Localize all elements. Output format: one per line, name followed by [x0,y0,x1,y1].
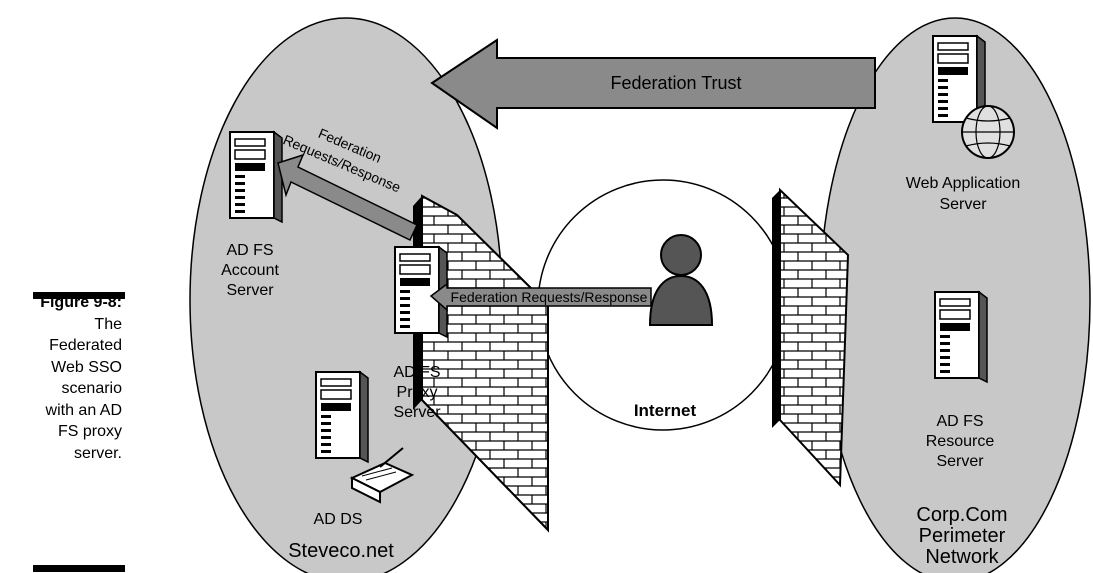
user-icon [648,234,714,326]
ad-ds-label: AD DS [314,511,363,528]
steveco-label: Steveco.net [288,540,394,562]
federation-outer-arrow: Federation Requests/Response [429,282,652,312]
corp-label-3: Network [925,546,999,568]
proxy-server-label-3: Server [393,404,441,421]
figure-caption-text: The Federated Web SSO scenario with an A… [45,315,122,462]
account-server-label-2: Account [221,262,279,279]
server-icon [315,371,369,463]
proxy-server-label-2: Proxy [397,384,438,401]
caption-bottom-rule [33,565,125,572]
firewall-icon [413,194,549,533]
account-server-label-1: AD FS [226,242,273,259]
proxy-server-label-1: AD FS [393,364,440,381]
resource-server-label-1: AD FS [936,413,983,430]
corp-label-1: Corp.Com [916,504,1007,526]
federation-trust-label: Federation Trust [610,73,741,93]
firewall-icon [772,187,850,488]
federation-trust-arrow: Federation Trust [430,38,876,130]
web-app-server-label-1: Web Application [906,175,1020,192]
server-icon [934,291,988,383]
printer-icon [349,447,415,504]
globe-icon [961,105,1015,159]
corp-label-2: Perimeter [919,525,1006,547]
account-server-label-3: Server [226,282,274,299]
web-app-server-label-2: Server [939,196,987,213]
caption-top-rule [33,292,125,299]
resource-server-label-2: Resource [926,433,995,450]
figure-caption: Figure 9-8: The Federated Web SSO scenar… [0,292,122,464]
resource-server-label-3: Server [936,453,984,470]
internet-label: Internet [634,401,697,420]
server-icon [229,131,283,223]
outer-arrow-label: Federation Requests/Response [451,289,648,305]
federation-inner-arrow: Federation Requests/Response [277,125,418,242]
